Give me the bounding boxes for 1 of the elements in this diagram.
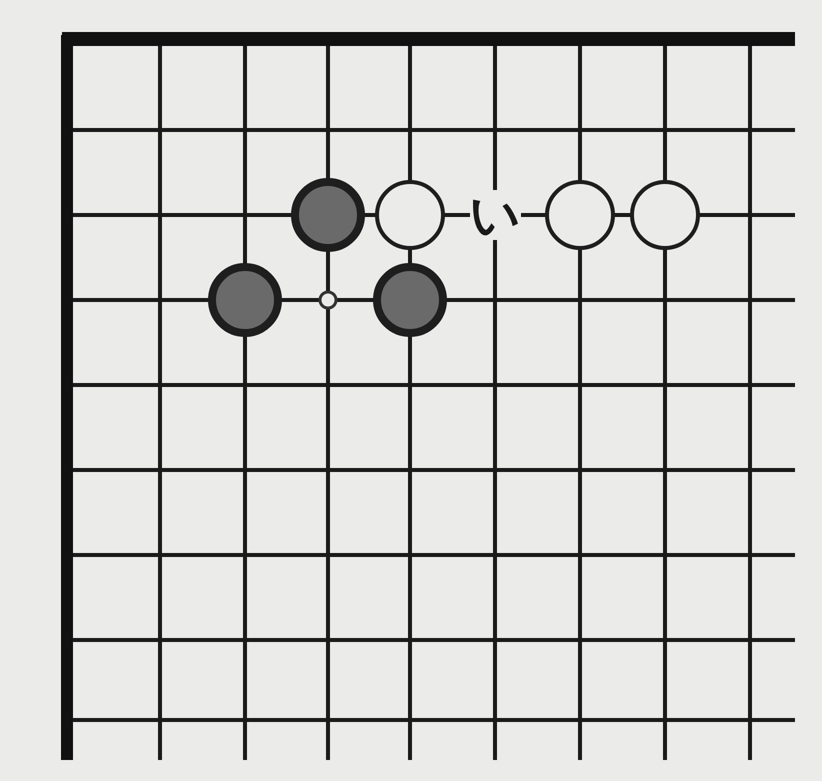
point-label: い [470,190,520,240]
